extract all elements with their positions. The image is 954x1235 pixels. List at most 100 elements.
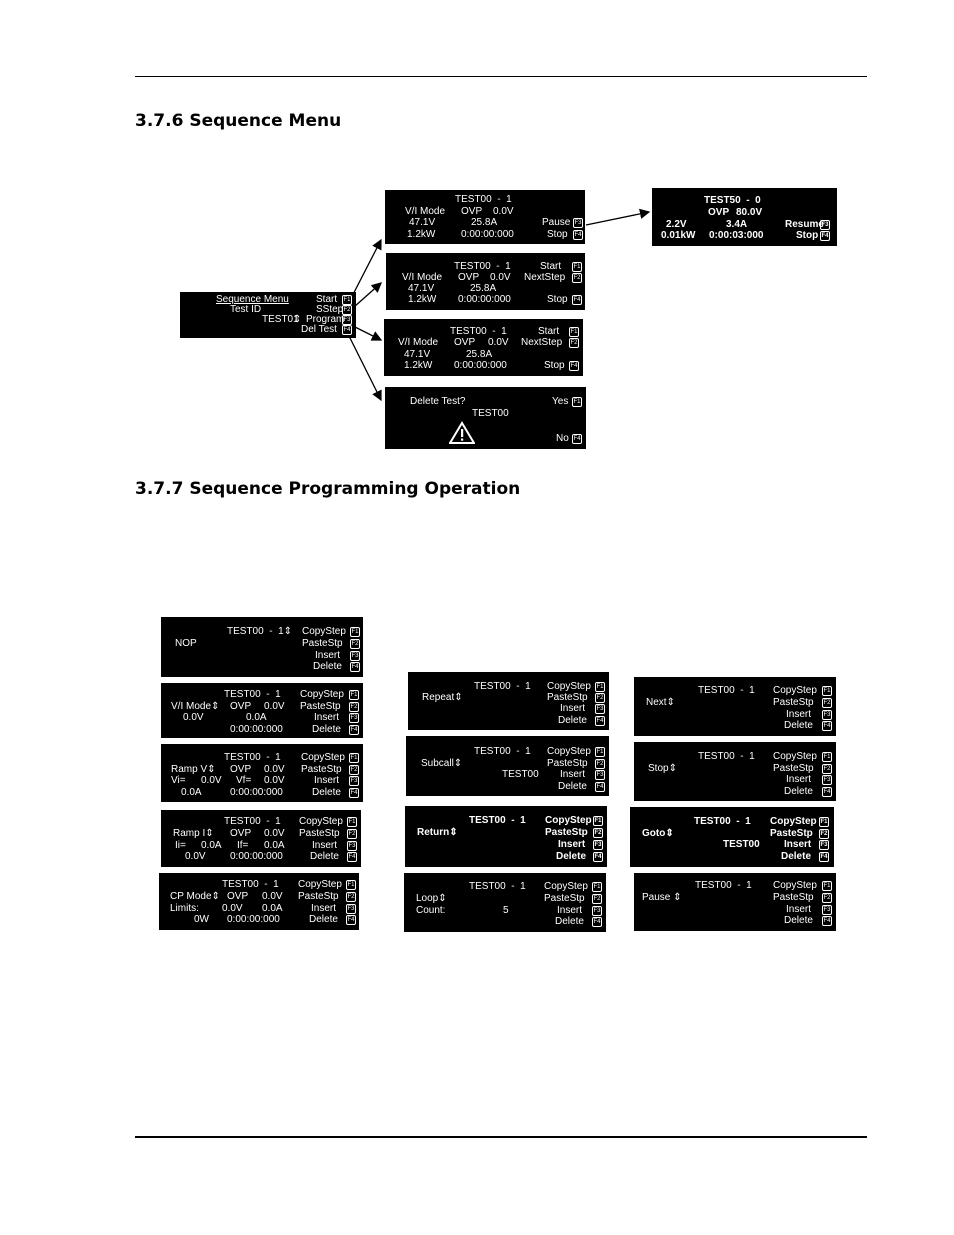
lcd-text[interactable]: Insert — [560, 769, 586, 780]
lcd-text[interactable]: Delete — [558, 781, 587, 792]
lcd-text[interactable]: Delete — [312, 724, 341, 735]
lcd-text[interactable]: CopyStep — [770, 816, 817, 827]
f4-key-icon: F4 — [572, 295, 582, 305]
lcd-text[interactable]: Insert — [784, 839, 812, 850]
lcd-text[interactable]: PasteStp — [770, 828, 813, 839]
lcd-text[interactable]: Insert — [786, 709, 812, 720]
lcd-text[interactable]: Delete — [784, 786, 813, 797]
f3-key-icon[interactable]: F3 — [342, 315, 352, 325]
no-softkey[interactable]: No — [556, 433, 569, 444]
menu-del-test[interactable]: Del Test — [301, 324, 337, 335]
lcd-text: Count: — [416, 905, 446, 916]
stop-softkey[interactable]: Stop — [547, 294, 568, 305]
lcd-text[interactable]: CopyStep — [547, 746, 591, 757]
lcd-text[interactable]: CopyStep — [773, 880, 817, 891]
f2-key-icon: F2 — [592, 894, 602, 904]
lcd-text[interactable]: PasteStp — [773, 892, 814, 903]
lcd-text: 0.0V — [488, 337, 509, 348]
lcd-text[interactable]: CopyStep — [773, 751, 817, 762]
f4-key-icon: F4 — [349, 788, 359, 798]
stop-softkey[interactable]: Stop — [796, 230, 819, 241]
lcd-text[interactable]: Insert — [311, 903, 337, 914]
lcd-text: Loop⇕ — [416, 893, 447, 904]
menu-start[interactable]: Start — [316, 294, 338, 305]
f1-key-icon[interactable]: F1 — [342, 295, 352, 305]
f2-key-icon[interactable]: F2 — [342, 305, 352, 315]
lcd-text[interactable]: CopyStep — [299, 816, 343, 827]
lcd-text[interactable]: Delete — [555, 916, 584, 927]
copystep-softkey[interactable]: CopyStep — [302, 626, 346, 637]
lcd-text[interactable]: Insert — [557, 905, 583, 916]
lcd-text[interactable]: Delete — [784, 915, 813, 926]
lcd-text[interactable]: PasteStp — [773, 763, 814, 774]
nextstep-softkey[interactable]: NextStep — [524, 272, 566, 283]
lcd-text[interactable]: CopyStep — [547, 681, 591, 692]
lcd-text[interactable]: PasteStp — [301, 764, 342, 775]
f4-key-icon: F4 — [820, 231, 830, 241]
lcd-text[interactable]: PasteStp — [298, 891, 339, 902]
lcd-prog-next: TEST00 - 1 Next⇕ CopyStep PasteStp Inser… — [634, 677, 836, 736]
lcd-text[interactable]: CopyStep — [773, 685, 817, 696]
lcd-text[interactable]: PasteStp — [544, 893, 585, 904]
f4-key-icon[interactable]: F4 — [342, 325, 352, 335]
lcd-text[interactable]: CopyStep — [300, 689, 344, 700]
f1-key-icon: F1 — [572, 397, 582, 407]
lcd-text[interactable]: PasteStp — [545, 827, 588, 838]
start-softkey[interactable]: Start — [538, 326, 560, 337]
lcd-running: TEST00 - 1 V/I Mode OVP 0.0V 47.1V 25.8A… — [385, 190, 585, 244]
insert-softkey[interactable]: Insert — [315, 650, 341, 661]
lcd-text[interactable]: Insert — [314, 712, 340, 723]
f1-key-icon: F1 — [822, 881, 832, 891]
lcd-text[interactable]: Delete — [309, 914, 338, 925]
resume-softkey[interactable]: Resume — [785, 219, 824, 230]
menu-sstep[interactable]: SStep — [316, 304, 344, 315]
lcd-text[interactable]: Insert — [314, 775, 340, 786]
delete-softkey[interactable]: Delete — [313, 661, 342, 672]
lcd-text: 0:00:00:000 — [454, 360, 507, 371]
lcd-prog-ramp-i: TEST00 - 1 Ramp I⇕ OVP 0.0V Ii= 0.0A If=… — [161, 810, 361, 867]
lcd-text[interactable]: PasteStp — [547, 758, 588, 769]
lcd-text[interactable]: CopyStep — [544, 881, 588, 892]
lcd-text[interactable]: Insert — [786, 774, 812, 785]
yes-softkey[interactable]: Yes — [552, 396, 569, 407]
lcd-text[interactable]: Delete — [558, 715, 587, 726]
start-softkey[interactable]: Start — [540, 261, 562, 272]
lcd-text[interactable]: PasteStp — [547, 692, 588, 703]
lcd-text[interactable]: Delete — [784, 720, 813, 731]
f2-key-icon: F2 — [350, 639, 360, 649]
lcd-text: TEST00 - 1 — [224, 752, 281, 763]
lcd-text[interactable]: Insert — [560, 703, 586, 714]
footer-rule — [135, 1136, 867, 1138]
pastestp-softkey[interactable]: PasteStp — [302, 638, 343, 649]
stop-softkey[interactable]: Stop — [544, 360, 565, 371]
f1-key-icon: F1 — [572, 262, 582, 272]
lcd-text[interactable]: Insert — [786, 904, 812, 915]
lcd-text[interactable]: PasteStp — [300, 701, 341, 712]
lcd-text[interactable]: Delete — [556, 851, 587, 862]
nextstep-softkey[interactable]: NextStep — [521, 337, 563, 348]
lcd-text: TEST00 - 1 — [474, 681, 531, 692]
f3-key-icon: F3 — [350, 651, 360, 661]
lcd-text[interactable]: Insert — [312, 840, 338, 851]
lcd-text[interactable]: Delete — [310, 851, 339, 862]
lcd-text: 5 — [503, 905, 509, 916]
f3-key-icon: F3 — [592, 906, 602, 916]
lcd-text[interactable]: PasteStp — [299, 828, 340, 839]
lcd-text: OVP — [230, 701, 252, 712]
lcd-text: 0.0A — [201, 840, 222, 851]
f3-key-icon: F3 — [347, 841, 357, 851]
lcd-text[interactable]: Delete — [312, 787, 341, 798]
lcd-text: 0.0A — [264, 840, 285, 851]
lcd-text[interactable]: CopyStep — [298, 879, 342, 890]
menu-program[interactable]: Program — [306, 314, 345, 325]
stop-softkey[interactable]: Stop — [547, 229, 568, 240]
lcd-text[interactable]: Insert — [558, 839, 586, 850]
lcd-text: TEST00 - 1 — [469, 815, 526, 826]
lcd-text[interactable]: PasteStp — [773, 697, 814, 708]
pause-softkey[interactable]: Pause — [542, 217, 571, 228]
lcd-text[interactable]: Delete — [781, 851, 812, 862]
lcd-text: 25.8A — [471, 217, 498, 228]
lcd-prog-ramp-v: TEST00 - 1 Ramp V⇕ OVP 0.0V Vi= 0.0V Vf=… — [161, 744, 363, 802]
lcd-text[interactable]: CopyStep — [545, 815, 592, 826]
lcd-text[interactable]: CopyStep — [301, 752, 345, 763]
